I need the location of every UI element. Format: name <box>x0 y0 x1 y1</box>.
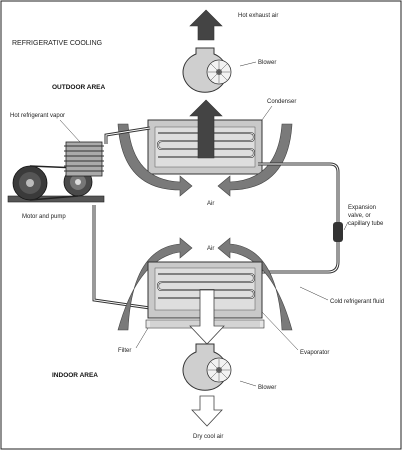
dry-cool-air-label: Dry cool air <box>193 434 223 440</box>
motor-and-pump-label: Motor and pump <box>22 214 66 220</box>
expansion-valve-icon <box>333 222 343 242</box>
bottom-blower-icon <box>182 343 232 427</box>
expansion-label-line2: valve, or <box>348 213 371 219</box>
evaporator-label: Evaporator <box>300 350 329 356</box>
expansion-label-line1: Expansion <box>348 205 376 211</box>
indoor-area-label: INDOOR AREA <box>52 372 98 379</box>
air-bottom-label: Air <box>207 246 214 252</box>
outdoor-area-label: OUTDOOR AREA <box>52 84 106 91</box>
bottom-blower-label: Blower <box>258 385 276 391</box>
air-top-label: Air <box>207 201 214 207</box>
condenser-exhaust-arrow <box>189 99 223 159</box>
expansion-label-line3: capillary tube <box>348 221 384 227</box>
cold-refrigerant-fluid-label: Cold refrigerant fluid <box>330 299 384 305</box>
refrigerant-pipe-loop <box>92 126 340 310</box>
hot-exhaust-air-label: Hot exhaust air <box>238 13 278 19</box>
filter-label: Filter <box>118 348 131 354</box>
motor-and-pump-icon <box>7 141 105 203</box>
diagram-title: REFRIGERATIVE COOLING <box>12 40 102 47</box>
indoor-air-arrows <box>117 237 293 331</box>
top-blower-label: Blower <box>258 60 276 66</box>
hot-refrigerant-vapor-label: Hot refrigerant vapor <box>10 113 65 119</box>
condenser-label: Condenser <box>267 99 296 105</box>
top-blower-icon <box>182 9 232 93</box>
evaporator-cool-air-arrow <box>189 289 225 345</box>
